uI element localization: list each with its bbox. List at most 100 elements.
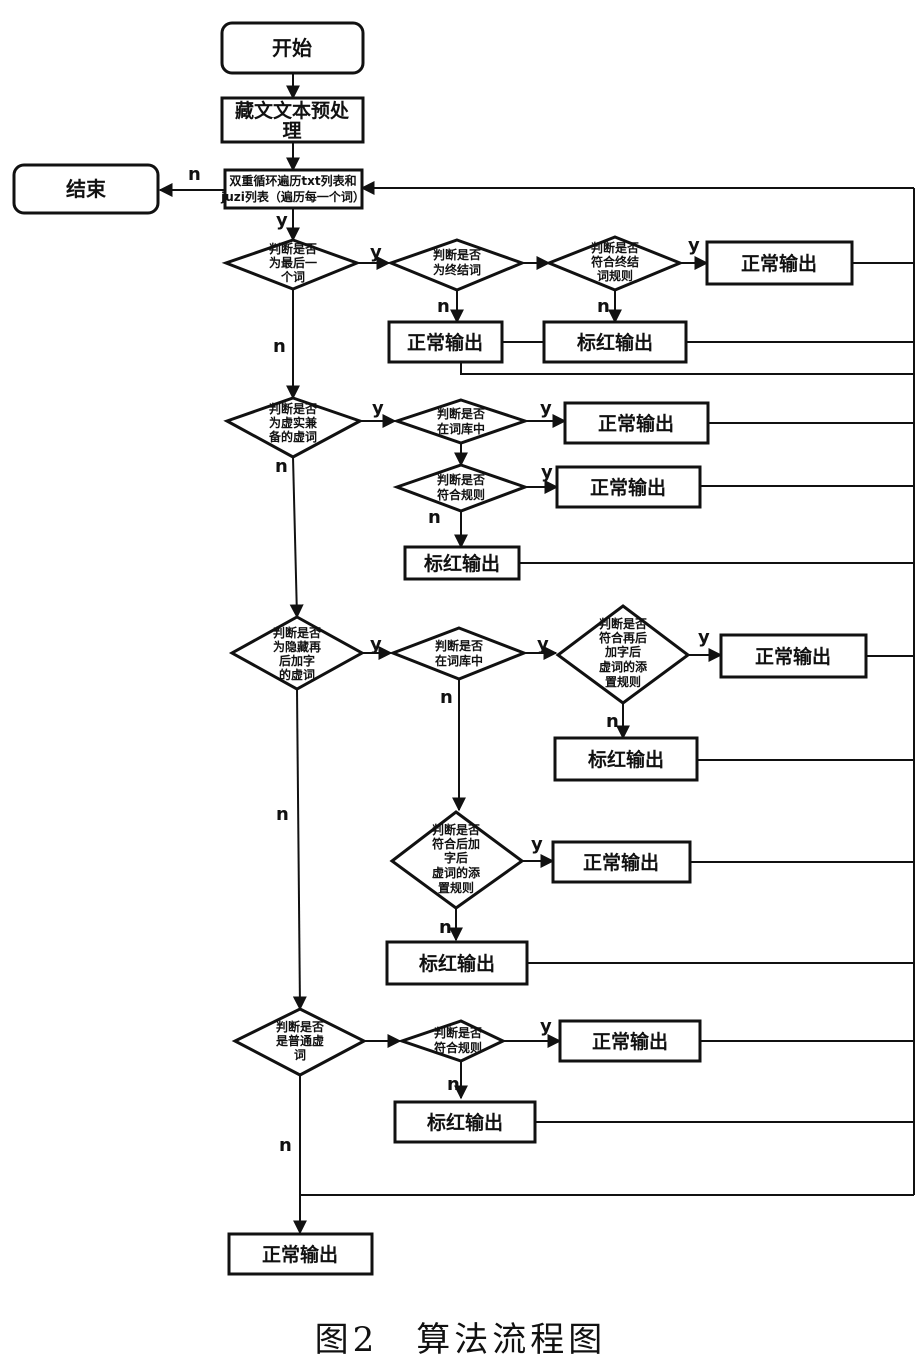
- normal-output-label: 正常输出: [598, 412, 674, 435]
- loop-label-2: juzi列表（遍历每一个词）: [220, 189, 365, 204]
- figure-caption: 图2 算法流程图: [314, 1320, 607, 1360]
- edge-label-yes: y: [370, 242, 382, 263]
- svg-text:虚词的添: 虚词的添: [599, 659, 648, 674]
- svg-text:置规则: 置规则: [438, 880, 474, 895]
- edge-label-no: n: [188, 164, 201, 185]
- normal-output-node: [558, 1019, 702, 1063]
- preprocess-label-1: 藏文文本预处: [235, 99, 350, 122]
- normal-output-node: [719, 633, 868, 679]
- svg-text:为终结词: 为终结词: [433, 262, 481, 277]
- normal-output-node: [555, 465, 702, 509]
- svg-text:判断是否: 判断是否: [269, 401, 317, 416]
- edge-label-no: n: [279, 1135, 292, 1156]
- normal-output-node: [563, 401, 710, 445]
- svg-text:符合再后: 符合再后: [599, 630, 647, 645]
- svg-text:的虚词: 的虚词: [279, 667, 315, 682]
- normal-output-node: [387, 320, 504, 364]
- svg-text:符合规则: 符合规则: [437, 487, 485, 502]
- edge-label-yes: y: [276, 210, 288, 231]
- svg-text:符合终结: 符合终结: [591, 254, 639, 269]
- decision-last-word: [221, 238, 362, 291]
- edge-label-no: n: [439, 917, 452, 938]
- decision-match-rule: [397, 1019, 507, 1063]
- preprocess-label-2: 理: [282, 120, 301, 142]
- loop-node: [223, 168, 364, 210]
- decision-suffix-rule: [555, 604, 691, 705]
- red-output-node: [542, 320, 688, 364]
- nodes: 开始 藏文文本预处 理 双重循环遍历txt列表和 juzi列表（遍历每一个词） …: [12, 21, 868, 1276]
- svg-text:判断是否: 判断是否: [599, 616, 647, 631]
- red-output-node: [553, 736, 699, 782]
- edge-label-yes: y: [537, 634, 549, 655]
- red-output-label: 标红输出: [427, 1111, 503, 1134]
- normal-output-node: [551, 840, 692, 884]
- normal-output-node: [227, 1232, 374, 1276]
- svg-text:为隐藏再: 为隐藏再: [273, 639, 321, 654]
- red-output-label: 标红输出: [588, 748, 664, 771]
- start-node: [220, 21, 365, 75]
- svg-text:判断是否: 判断是否: [437, 472, 485, 487]
- edge-label-no: n: [597, 296, 610, 317]
- red-output-node: [393, 1100, 537, 1144]
- edge-label-yes: y: [698, 627, 710, 648]
- svg-text:判断是否: 判断是否: [273, 625, 321, 640]
- edge-labels: n y y y n n n y y n y n y y y n n n y n …: [188, 164, 710, 1156]
- loop-label-1: 双重循环遍历txt列表和: [229, 173, 356, 188]
- normal-output-node: [705, 240, 854, 286]
- svg-text:后加字: 后加字: [279, 653, 315, 668]
- decision-in-lexicon: [392, 398, 530, 445]
- decisions: 判断是否 为最后一 个词 判断是否 为终结词 判断是否 符合终结 词规则 判断是…: [221, 235, 691, 1077]
- start-label: 开始: [272, 36, 312, 60]
- connectors: [158, 73, 915, 1235]
- svg-text:判断是否: 判断是否: [432, 822, 480, 837]
- edge-label-no: n: [447, 1074, 460, 1095]
- red-output-label: 标红输出: [424, 552, 500, 575]
- normal-output-label: 正常输出: [583, 851, 659, 874]
- edge-label-yes: y: [372, 398, 384, 419]
- end-label: 结束: [66, 177, 107, 201]
- svg-text:判断是否: 判断是否: [437, 406, 485, 421]
- svg-text:判断是否: 判断是否: [276, 1019, 324, 1034]
- normal-output-label: 正常输出: [755, 645, 831, 668]
- normal-output-label: 正常输出: [592, 1030, 668, 1053]
- edge-label-yes: y: [540, 1016, 552, 1037]
- red-output-node: [385, 940, 529, 986]
- edge-label-yes: y: [531, 834, 543, 855]
- svg-text:备的虚词: 备的虚词: [268, 429, 317, 444]
- edge-label-yes: y: [541, 462, 553, 483]
- decision-suffix-rule: [389, 810, 525, 910]
- decision-in-lexicon: [388, 626, 529, 681]
- svg-text:符合后加: 符合后加: [432, 836, 480, 851]
- decision-hidden-suffix-word: [228, 615, 366, 691]
- edge-label-no: n: [276, 804, 289, 825]
- svg-text:判断是否: 判断是否: [433, 247, 481, 262]
- svg-text:判断是否: 判断是否: [435, 638, 483, 653]
- svg-text:个词: 个词: [280, 269, 305, 284]
- preprocess-node: [220, 96, 365, 144]
- edge-label-no: n: [428, 507, 441, 528]
- svg-text:置规则: 置规则: [605, 674, 641, 689]
- decision-dual-virtual-word: [223, 396, 364, 459]
- normal-output-label: 正常输出: [590, 476, 666, 499]
- svg-text:字后: 字后: [444, 850, 468, 865]
- decision-match-rule: [392, 463, 530, 513]
- red-output-label: 标红输出: [577, 331, 653, 354]
- end-node: [12, 163, 160, 215]
- svg-text:判断是否: 判断是否: [591, 240, 639, 255]
- svg-text:符合规则: 符合规则: [434, 1040, 482, 1055]
- svg-text:词规则: 词规则: [597, 268, 633, 283]
- svg-text:判断是否: 判断是否: [269, 241, 317, 256]
- edge-label-yes: y: [540, 398, 552, 419]
- svg-text:虚词的添: 虚词的添: [432, 865, 481, 880]
- decision-terminal-word: [386, 238, 527, 292]
- edge-label-yes: y: [688, 235, 700, 256]
- decision-terminal-rule: [544, 235, 684, 292]
- svg-text:判断是否: 判断是否: [434, 1025, 482, 1040]
- edge-label-no: n: [606, 711, 619, 732]
- edge-label-no: n: [440, 687, 453, 708]
- svg-text:词: 词: [294, 1048, 306, 1062]
- normal-output-label: 正常输出: [407, 331, 483, 354]
- normal-output-label: 正常输出: [262, 1243, 338, 1266]
- normal-output-label: 正常输出: [741, 252, 817, 275]
